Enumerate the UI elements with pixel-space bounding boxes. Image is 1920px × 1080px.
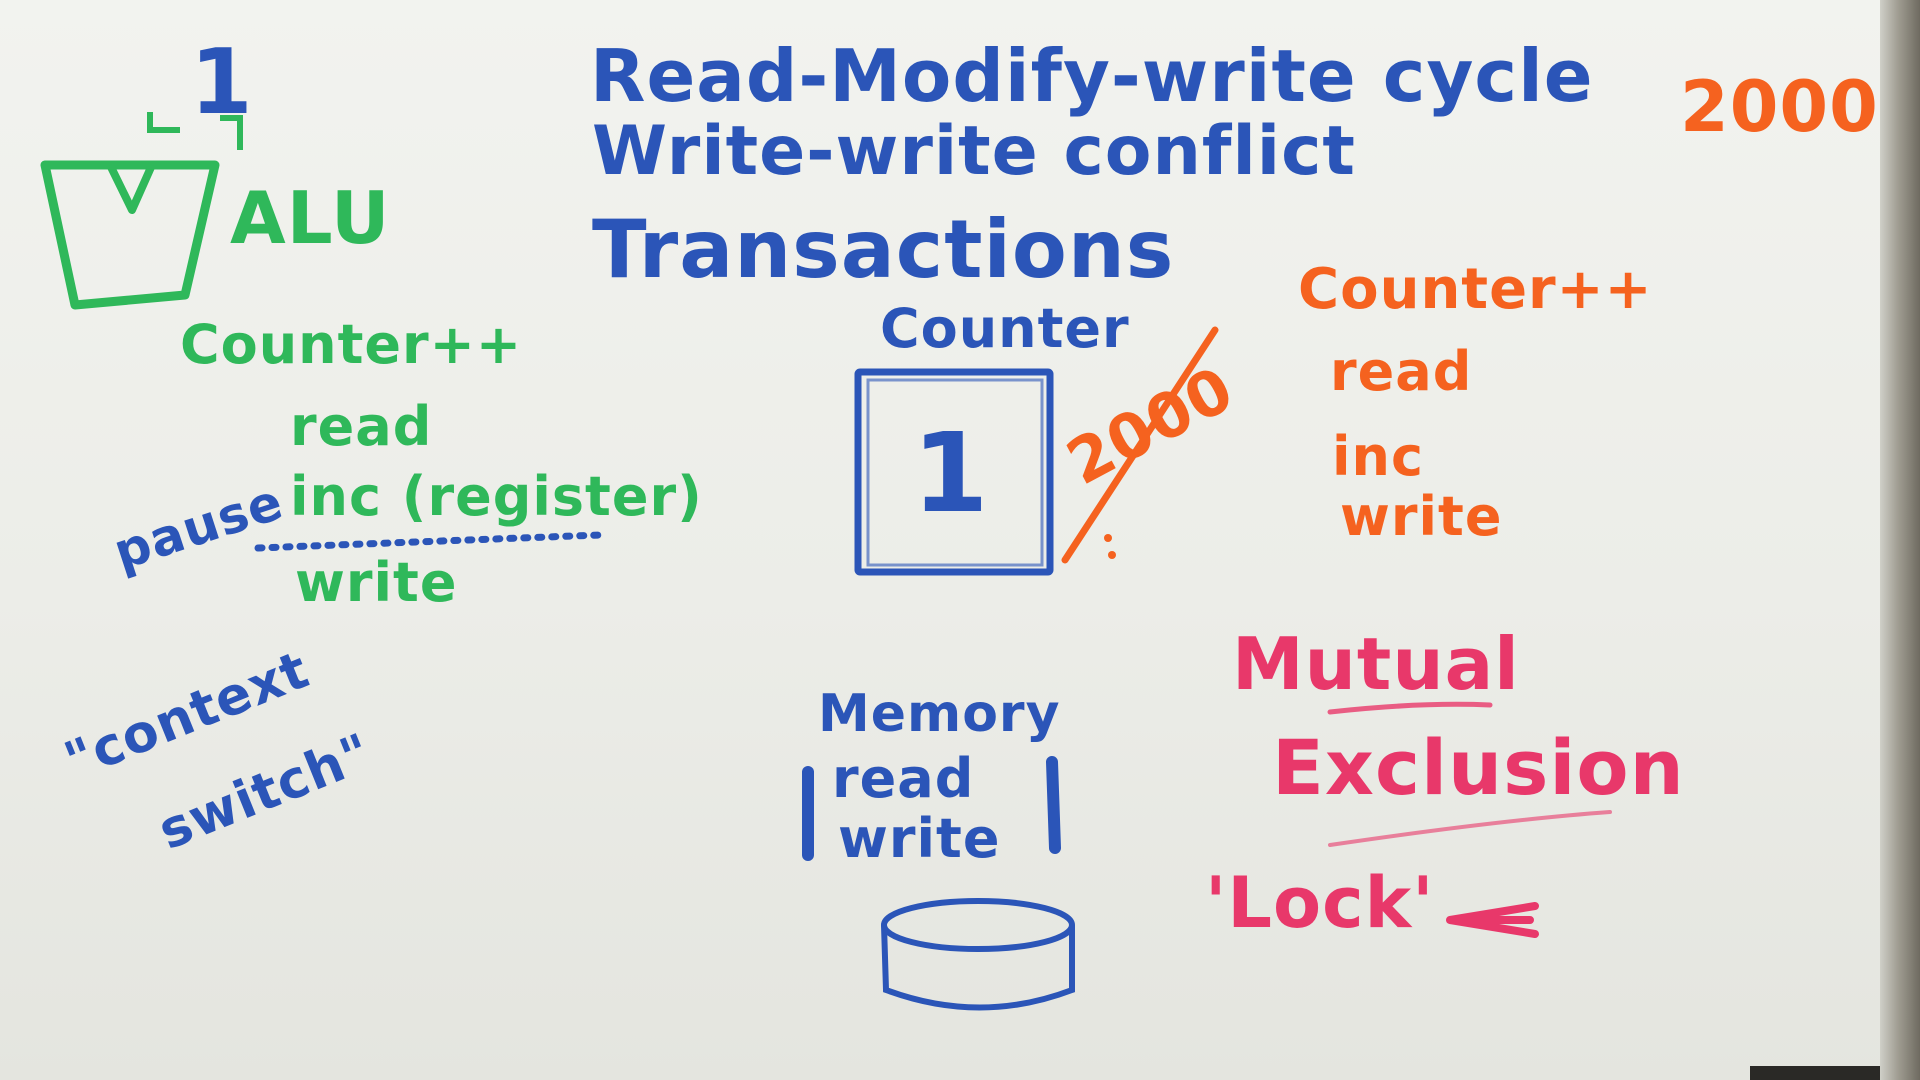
- memory-bracket-right: [1046, 756, 1061, 854]
- mutual-label: Mutual: [1232, 622, 1520, 706]
- lock-arrow: [1446, 902, 1539, 938]
- drawings: [40, 112, 1612, 1011]
- right-counter-line: Counter++: [1298, 257, 1653, 322]
- left-write: write: [295, 551, 458, 614]
- top-right-value: 2000: [1680, 66, 1879, 148]
- left-read: read: [290, 395, 433, 458]
- header-line-3: Transactions: [592, 203, 1175, 296]
- lock-label: 'Lock': [1205, 862, 1435, 944]
- counter-box-value: 1: [912, 409, 990, 537]
- memory-write: write: [838, 807, 1001, 870]
- header-line-1: Read-Modify-write cycle: [590, 34, 1594, 118]
- left-counter-line: Counter++: [180, 313, 523, 376]
- whiteboard-frame-edge: [1880, 0, 1920, 1080]
- memory-read: read: [832, 747, 975, 810]
- right-read: read: [1330, 340, 1473, 403]
- alu-notch: [106, 163, 156, 214]
- counter-box-title: Counter: [880, 297, 1130, 360]
- header-line-2: Write-write conflict: [592, 112, 1356, 191]
- left-inc: inc (register): [290, 465, 703, 528]
- memory-title: Memory: [818, 684, 1061, 744]
- disk-icon: [881, 898, 1075, 1011]
- counter-box-shape: [854, 368, 1054, 576]
- right-write: write: [1340, 485, 1503, 548]
- pause-dotted-line: [254, 531, 604, 552]
- alu-digit: 1: [190, 30, 254, 135]
- strike-through: [1061, 326, 1219, 564]
- alu-shape: [40, 160, 220, 310]
- right-inc: inc: [1332, 425, 1424, 488]
- exclusion-label: Exclusion: [1272, 723, 1685, 812]
- alu-label: ALU: [230, 176, 391, 260]
- marker-tray: [1750, 1066, 1880, 1080]
- alu-arrow-marks: [147, 112, 243, 150]
